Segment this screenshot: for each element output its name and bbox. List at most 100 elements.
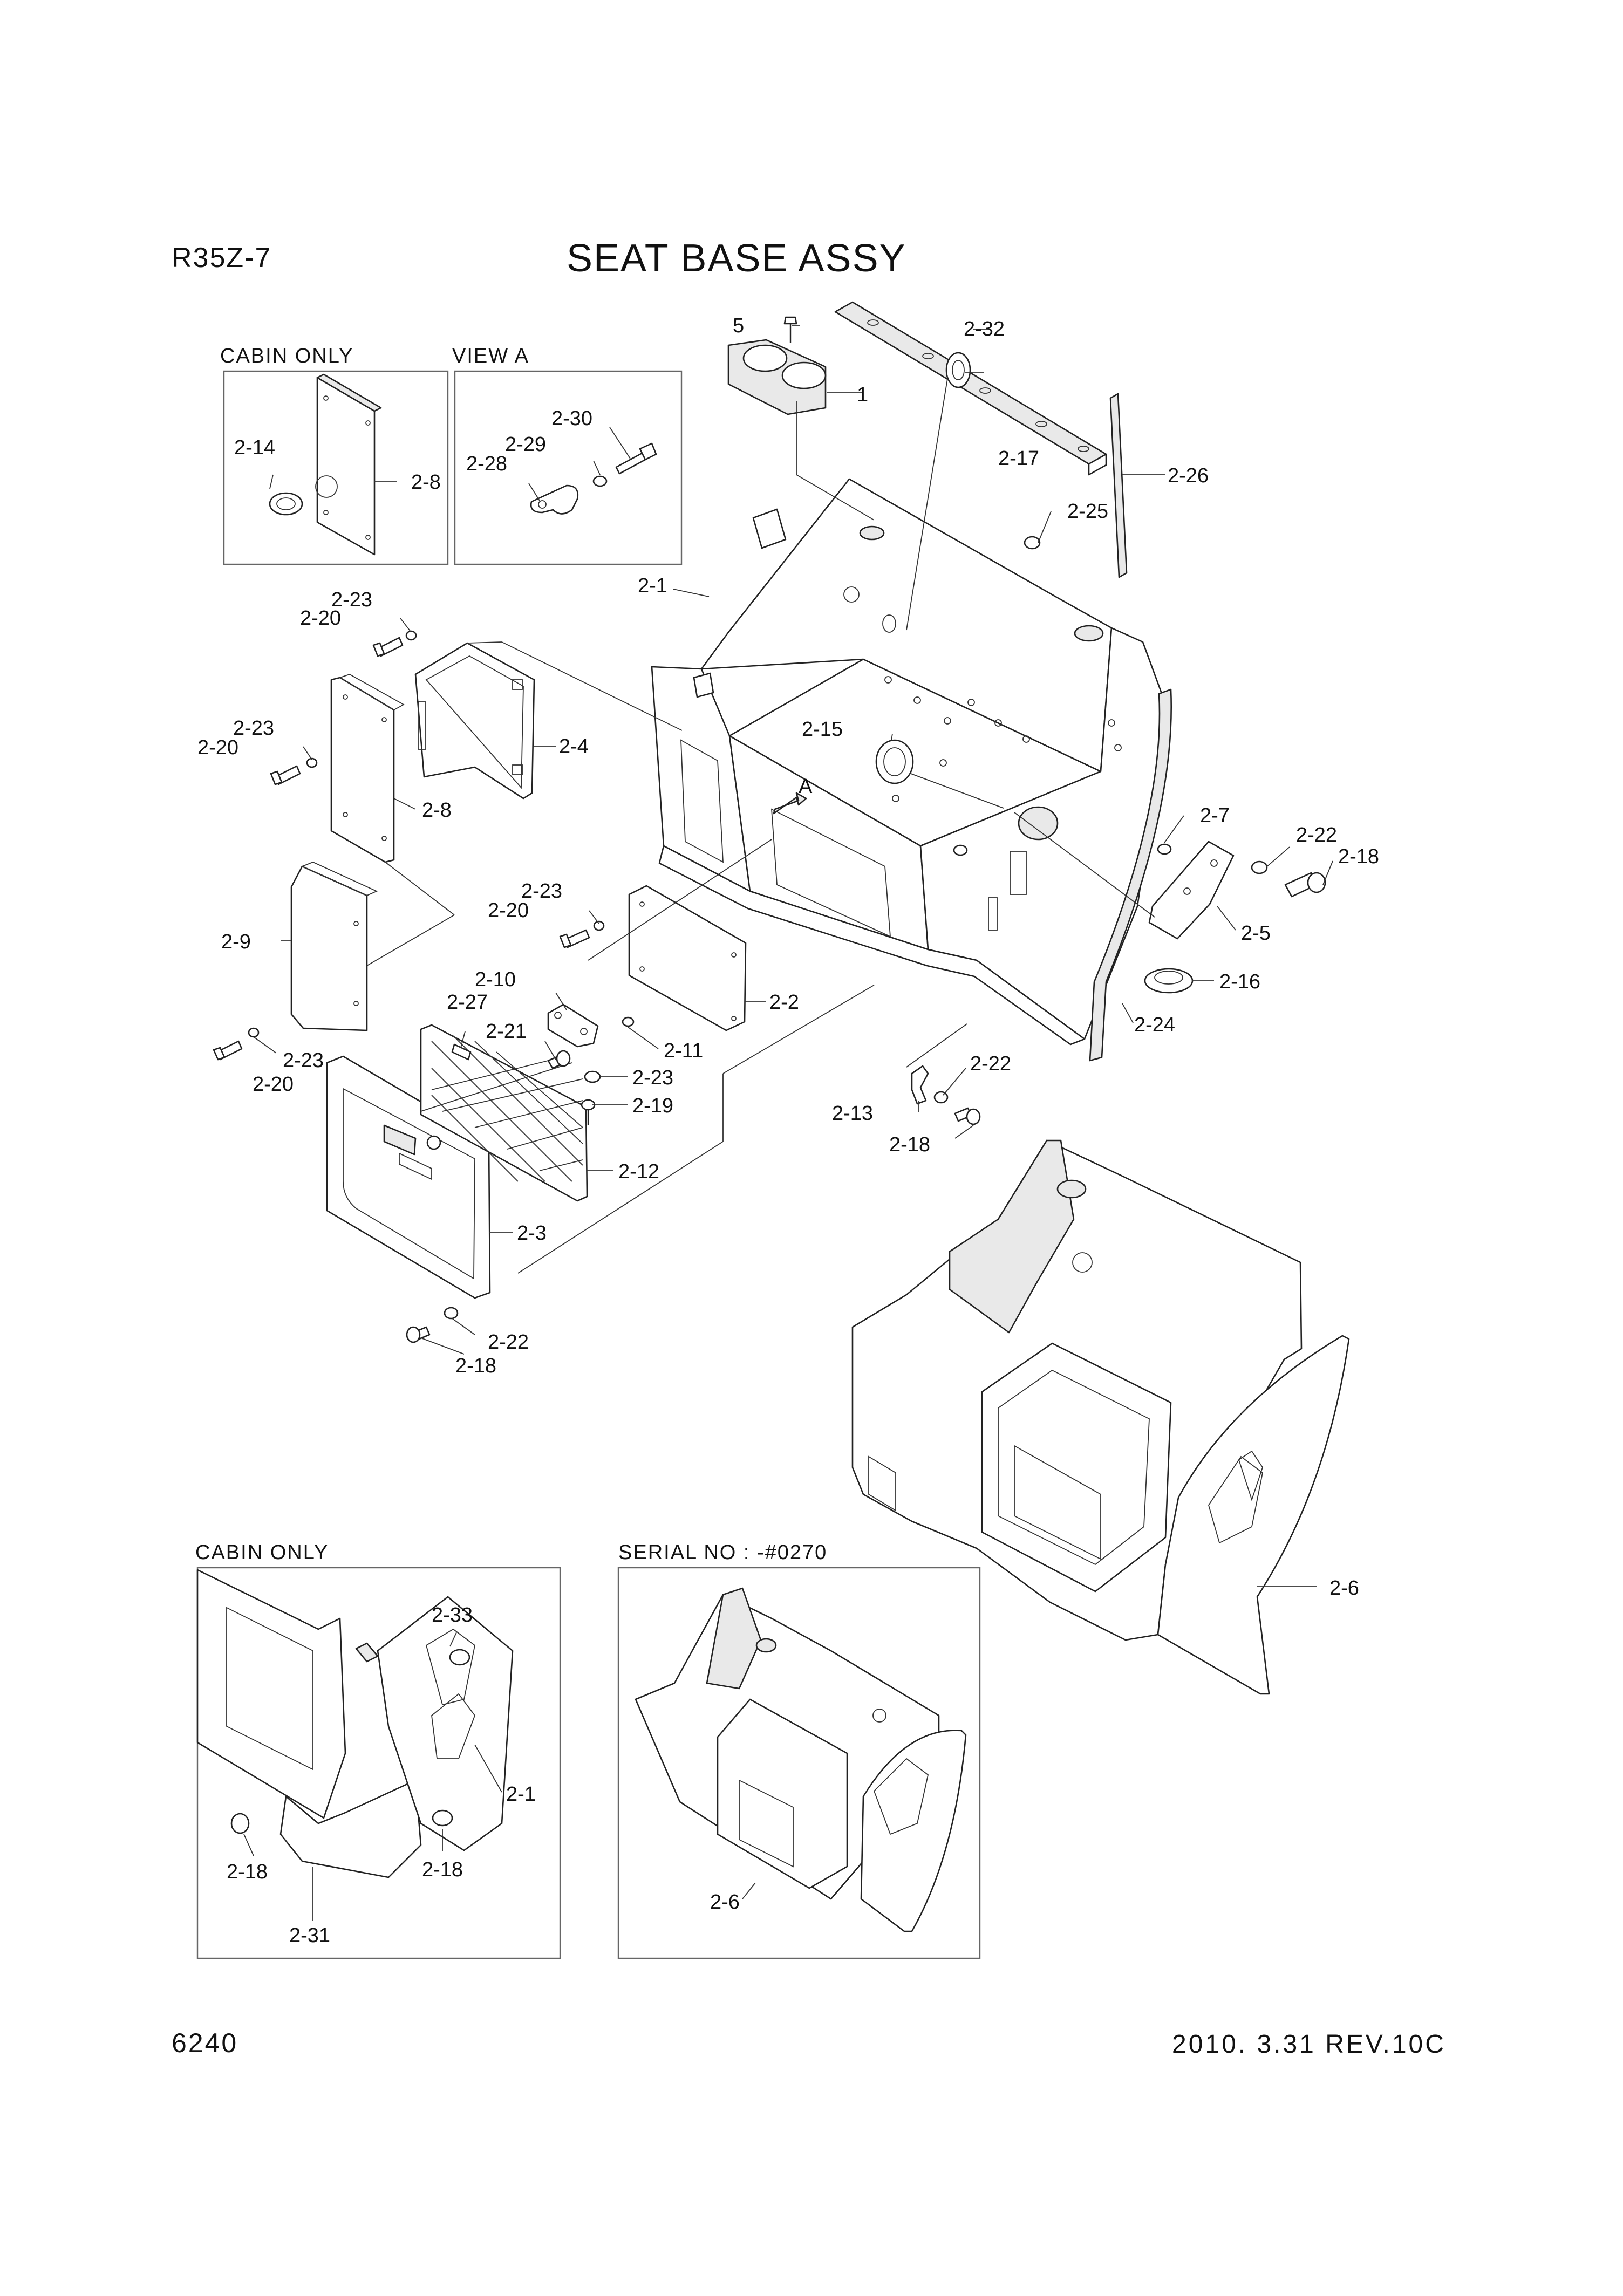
part-2-18-bolt-a xyxy=(1284,872,1326,898)
callout-2-25: 2-25 xyxy=(1067,500,1108,523)
part-2-20-bolt-c xyxy=(559,929,590,948)
callout-2-21: 2-21 xyxy=(486,1020,527,1043)
part-2-19-bolt xyxy=(581,1099,596,1125)
part-2-8-panel xyxy=(330,674,405,863)
callout-2-8: 2-8 xyxy=(422,799,452,822)
part-2-8-cabin-plate xyxy=(315,373,382,556)
part-2-2-cover-plate xyxy=(628,885,747,1031)
callout-2-32: 2-32 xyxy=(964,318,1005,340)
inset-frame xyxy=(196,1567,561,1959)
callout-2-33: 2-33 xyxy=(432,1604,473,1627)
part-2-23-washer-e xyxy=(248,1027,260,1038)
callout-2-27: 2-27 xyxy=(447,991,488,1014)
callout-2-15: 2-15 xyxy=(802,718,843,741)
callout-2-10: 2-10 xyxy=(475,968,516,991)
part-2-15-grommet xyxy=(875,739,914,784)
callout-2-18: 2-18 xyxy=(455,1355,496,1377)
part-2-30-bolt xyxy=(615,442,657,475)
callout-2-23: 2-23 xyxy=(632,1067,673,1089)
part-2-23-washer-b xyxy=(306,757,318,768)
callout-2-1: 2-1 xyxy=(638,575,667,597)
inset-cabin-only-top: CABIN ONLY xyxy=(220,345,449,565)
part-2-27-screw xyxy=(451,1043,472,1061)
inset-title: SERIAL NO : -#0270 xyxy=(618,1541,827,1564)
part-2-5-bracket xyxy=(1148,840,1235,940)
inset-title: CABIN ONLY xyxy=(195,1541,329,1564)
callout-2-18: 2-18 xyxy=(227,1861,268,1883)
leader-lines xyxy=(243,325,1333,1921)
part-2-24-seal xyxy=(1089,688,1172,1062)
part-2-23-washer-d xyxy=(584,1070,601,1083)
part-2-3-door xyxy=(326,1055,491,1299)
part-2-23-washer-c xyxy=(593,920,605,931)
callout-2-22: 2-22 xyxy=(970,1053,1011,1075)
part-2-6-wing xyxy=(1157,1335,1350,1695)
part-2-11-pin xyxy=(622,1016,635,1027)
guide-lines xyxy=(366,378,1155,1274)
part-1-cup-holder xyxy=(727,339,827,415)
callout-2-9: 2-9 xyxy=(221,931,251,953)
callout-2-20: 2-20 xyxy=(197,736,238,759)
callout-2-30: 2-30 xyxy=(551,407,592,430)
callout-2-18: 2-18 xyxy=(422,1858,463,1881)
callout-2-20: 2-20 xyxy=(488,899,529,922)
part-2-26-strip xyxy=(1109,393,1128,578)
part-2-21-screw xyxy=(547,1050,571,1069)
part-5-screw xyxy=(783,316,797,343)
callout-2-6: 2-6 xyxy=(1329,1577,1359,1600)
page-number: 6240 xyxy=(172,2028,238,2058)
callout-2-5: 2-5 xyxy=(1241,922,1271,945)
inset-frame xyxy=(617,1567,981,1959)
part-2-12-net xyxy=(420,1024,588,1202)
part-2-25-plug xyxy=(1024,536,1041,550)
inset-bottom-left-drawing xyxy=(196,1569,514,1878)
inset-cabin-only-bottom: CABIN ONLY xyxy=(195,1541,561,1959)
part-2-20-bolt-b xyxy=(270,765,301,785)
part-2-10-hinge xyxy=(547,1003,599,1048)
inset-frame xyxy=(454,370,683,565)
inset-serial-drawing xyxy=(635,1587,967,1932)
part-2-4-bracket xyxy=(414,642,535,800)
callout-2-31: 2-31 xyxy=(289,1924,330,1947)
callout-2-6: 2-6 xyxy=(710,1891,740,1914)
callout-2-20: 2-20 xyxy=(300,607,341,630)
inset-view-a: VIEW A xyxy=(452,345,683,565)
callout-2-17: 2-17 xyxy=(998,447,1039,470)
part-2-13-clip xyxy=(911,1065,929,1105)
callout-2-13: 2-13 xyxy=(832,1102,873,1125)
callout-2-18: 2-18 xyxy=(1338,845,1379,868)
callout-2-3: 2-3 xyxy=(517,1222,547,1245)
part-2-20-bolt-d xyxy=(213,1040,243,1061)
part-2-17-grommet xyxy=(945,352,971,388)
callout-2-23: 2-23 xyxy=(283,1049,324,1072)
callout-2-23: 2-23 xyxy=(331,589,372,611)
callout-2-7: 2-7 xyxy=(1200,804,1230,827)
part-2-18-bolt-b xyxy=(954,1107,981,1125)
part-2-1-seat-frame: A xyxy=(651,478,1168,1046)
callout-2-11: 2-11 xyxy=(664,1040,703,1062)
callout-2-23: 2-23 xyxy=(233,717,274,740)
callout-2-14: 2-14 xyxy=(234,436,275,459)
part-2-23-washer-a xyxy=(405,630,417,641)
model-code: R35Z-7 xyxy=(172,242,272,274)
callout-2-23: 2-23 xyxy=(521,880,562,903)
callout-2-22: 2-22 xyxy=(1296,824,1337,846)
part-2-32-bar xyxy=(834,301,1107,476)
part-2-7-washer xyxy=(1157,843,1172,855)
part-2-22-washer-a xyxy=(1251,860,1268,874)
revision-date: 2010. 3.31 REV.10C xyxy=(1172,2030,1446,2059)
callout-labels: 5 1 2-32 2-26 2-17 2-25 2-1 2-15 2-7 2-2… xyxy=(197,315,1379,1947)
view-a-marker: A xyxy=(799,775,813,798)
callout-2-29: 2-29 xyxy=(505,433,546,456)
callout-5: 5 xyxy=(733,315,744,337)
part-2-28-clip xyxy=(530,484,579,515)
callout-2-8: 2-8 xyxy=(411,471,441,494)
inset-title: CABIN ONLY xyxy=(220,345,353,367)
inset-title: VIEW A xyxy=(452,345,529,367)
inset-frame xyxy=(223,370,449,565)
part-2-22-washer-c xyxy=(444,1307,459,1320)
part-2-16-grommet xyxy=(1144,968,1194,994)
part-2-9-panel xyxy=(290,862,378,1031)
